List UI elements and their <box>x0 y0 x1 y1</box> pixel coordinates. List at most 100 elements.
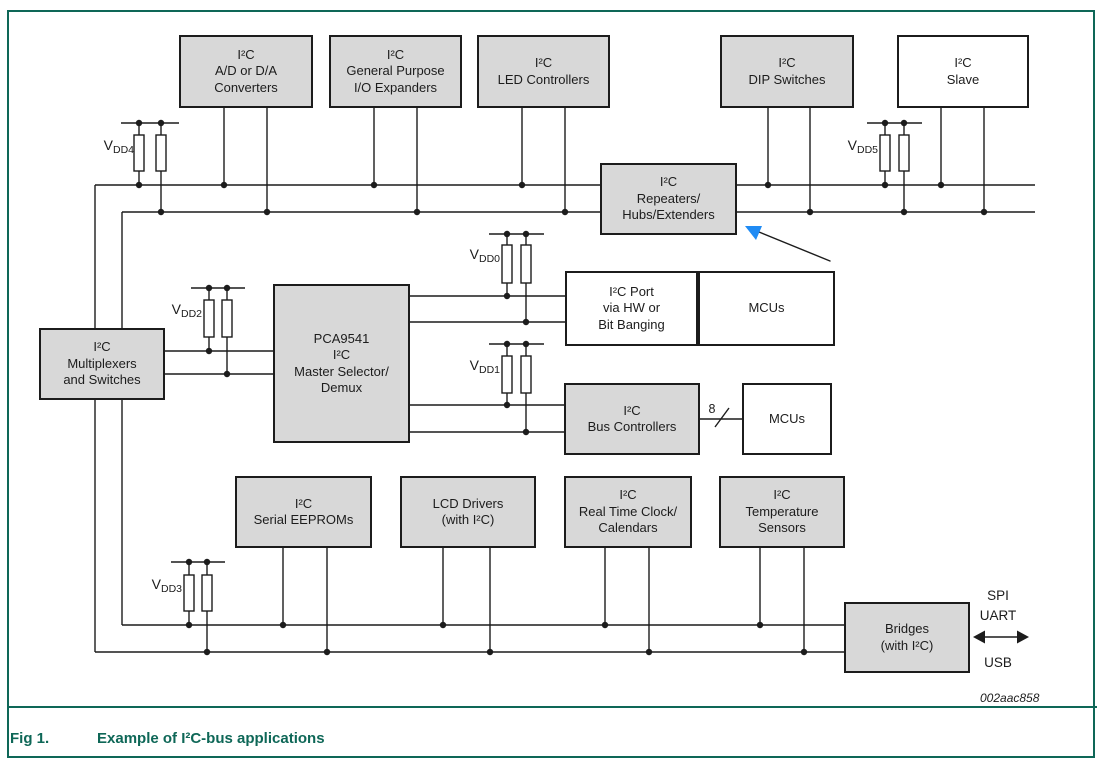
box-i2c-slave: I²C Slave <box>897 35 1029 108</box>
vdd1-label: VDD1 <box>470 357 500 376</box>
box-line: I/O Expanders <box>353 79 438 95</box>
junction <box>522 428 530 436</box>
junction <box>223 284 231 292</box>
box-line: LCD Drivers <box>432 495 504 511</box>
box-line: I²C <box>534 55 553 70</box>
box-line: PCA9541 <box>313 330 370 346</box>
junction <box>645 648 653 656</box>
junction <box>881 119 889 127</box>
box-line: Temperature <box>745 503 819 519</box>
vdd-subscript: DD2 <box>180 308 202 320</box>
junction <box>486 648 494 656</box>
junction <box>522 230 530 238</box>
box-i2c-led-controllers: I²C LED Controllers <box>477 35 610 108</box>
box-line: I²C <box>778 55 796 70</box>
vdd-prefix: V <box>171 301 181 317</box>
bridge-io-arrow <box>973 630 1029 644</box>
vdd-prefix: V <box>469 246 479 262</box>
junction <box>800 648 808 656</box>
spi-label: SPI <box>987 588 1009 603</box>
box-line: I²C <box>623 402 641 418</box>
junction <box>135 181 143 189</box>
resistor <box>155 134 167 172</box>
figure-border <box>7 10 1095 758</box>
box-i2c-dip-switches: I²C DIP Switches <box>720 35 854 108</box>
box-line: Demux <box>320 380 363 395</box>
junction <box>203 648 211 656</box>
box-line: (with I²C) <box>441 512 495 527</box>
vdd5-label: VDD5 <box>848 137 878 156</box>
junction <box>185 558 193 566</box>
junction <box>185 621 193 629</box>
box-line: A/D or D/A <box>214 63 278 79</box>
junction <box>413 208 421 216</box>
box-line: Master Selector/ <box>294 363 389 379</box>
box-i2c-bus-controllers: I²C Bus Controllers <box>564 383 700 455</box>
box-i2c-rtc-calendars: I²C Real Time Clock/ Calendars <box>564 476 692 548</box>
resistor <box>183 574 195 612</box>
box-i2c-temperature-sensors: I²C Temperature Sensors <box>719 476 845 548</box>
box-i2c-io-expanders: I²C General Purpose I/O Expanders <box>329 35 462 108</box>
junction <box>205 347 213 355</box>
box-line: Slave <box>946 71 980 87</box>
vdd-prefix: V <box>103 137 113 153</box>
caption-label: Fig 1. <box>10 730 50 747</box>
vdd-prefix: V <box>151 576 161 592</box>
box-line: and Switches <box>63 372 141 388</box>
box-i2c-repeaters-hubs-extenders: I²C Repeaters/ Hubs/Extenders <box>600 163 737 235</box>
bottom-row-drops <box>282 548 805 652</box>
junction <box>980 208 988 216</box>
junction <box>503 340 511 348</box>
box-line: MCUs <box>768 410 806 426</box>
box-line: I²C <box>332 347 351 362</box>
box-line: Calendars <box>598 520 658 536</box>
box-line: General Purpose <box>346 63 445 79</box>
box-line: Multiplexers <box>67 355 137 371</box>
junction <box>323 648 331 656</box>
box-line: (with I²C) <box>880 637 934 653</box>
junction <box>205 284 213 292</box>
box-i2c-ad-da-converters: I²C A/D or D/A Converters <box>179 35 313 108</box>
box-line: I²C <box>954 55 972 70</box>
junction <box>503 292 511 300</box>
box-line: Bit Banging <box>598 316 665 332</box>
junction <box>900 119 908 127</box>
box-i2c-serial-eeproms: I²C Serial EEPROMs <box>235 476 372 548</box>
junction <box>263 208 271 216</box>
blue-callout-arrow <box>745 226 831 262</box>
box-i2c-port-hw-bitbang: I²C Port via HW or Bit Banging <box>565 271 698 346</box>
box-line: Real Time Clock/ <box>578 503 678 519</box>
vdd-prefix: V <box>469 357 479 373</box>
junction <box>881 181 889 189</box>
bus-width-label: 8 <box>708 402 716 416</box>
junction <box>900 208 908 216</box>
junction <box>561 208 569 216</box>
box-line: Bridges <box>884 621 930 636</box>
figure-id-watermark: 002aac858 <box>980 691 1040 705</box>
junction <box>756 621 764 629</box>
usb-label: USB <box>984 655 1012 670</box>
resistor <box>501 355 513 394</box>
box-i2c-multiplexers-switches: I²C Multiplexers and Switches <box>39 328 165 400</box>
uart-label: UART <box>979 608 1017 623</box>
vdd2-label: VDD2 <box>172 301 202 320</box>
junction <box>522 340 530 348</box>
junction <box>518 181 526 189</box>
pullup-resistors <box>121 122 922 652</box>
junction <box>937 181 945 189</box>
box-line: I²C <box>659 174 678 190</box>
resistor <box>133 134 145 172</box>
junction <box>503 401 511 409</box>
caption-divider <box>7 706 1097 708</box>
box-mcus-bottom: MCUs <box>742 383 832 455</box>
box-line: Repeaters/ <box>636 190 701 206</box>
vdd-prefix: V <box>847 137 857 153</box>
caption-text: Example of I²C-bus applications <box>97 730 325 747</box>
junction <box>522 318 530 326</box>
box-lcd-drivers: LCD Drivers (with I²C) <box>400 476 536 548</box>
box-line: I²C <box>294 495 313 511</box>
box-line: I²C <box>386 46 405 62</box>
box-line: Converters <box>214 79 278 95</box>
